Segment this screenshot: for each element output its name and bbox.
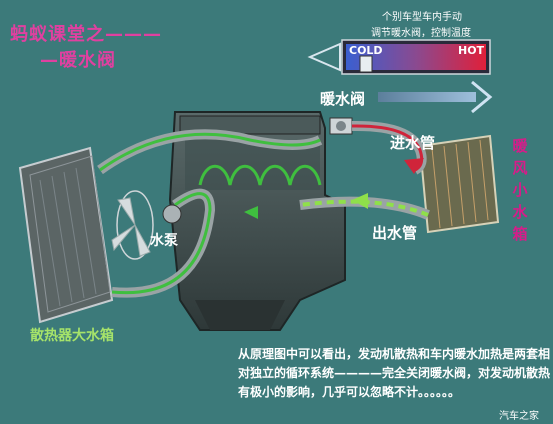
left-arrow-icon bbox=[307, 42, 341, 72]
outlet-flow-arrow-icon bbox=[352, 193, 368, 209]
water-valve[interactable] bbox=[329, 117, 353, 135]
heater-core-label: 暖风小水箱 bbox=[512, 137, 528, 243]
water-pump bbox=[162, 204, 182, 224]
water-pump-label: 水泵 bbox=[150, 233, 178, 249]
return-flow-arrow-icon bbox=[244, 206, 258, 219]
hot-label: HOT bbox=[458, 44, 485, 57]
cold-label: COLD bbox=[349, 44, 383, 57]
fan-icon bbox=[111, 190, 154, 260]
inlet-flow-arrow-icon bbox=[404, 158, 424, 174]
title-line-1: 蚂蚁课堂之——— bbox=[10, 24, 162, 45]
radiator-lower-flow bbox=[111, 192, 212, 295]
slider-knob[interactable] bbox=[359, 55, 373, 73]
radiator-tank-label: 散热器大水箱 bbox=[30, 328, 114, 344]
outlet-pipe-flow bbox=[299, 199, 429, 217]
radiator bbox=[18, 146, 114, 324]
control-hint-line-2: 调节暖水阀，控制温度 bbox=[371, 28, 471, 39]
outlet-pipe-label: 出水管 bbox=[372, 224, 418, 242]
temperature-slider[interactable] bbox=[341, 39, 491, 75]
title-line-2: —暖水阀 bbox=[40, 50, 116, 71]
engine-coolant-flow bbox=[198, 164, 322, 186]
explanation-text: 从原理图中可以看出，发动机散热和车内暖水加热是两套相对独立的循环系统————完全… bbox=[238, 347, 551, 399]
heater-core bbox=[418, 134, 500, 234]
valve-direction-arrow bbox=[378, 80, 493, 114]
radiator-upper-flow bbox=[99, 132, 321, 172]
valve-label: 暖水阀 bbox=[320, 90, 366, 108]
inlet-pipe-label: 进水管 bbox=[390, 134, 436, 152]
watermark: 汽车之家 bbox=[499, 411, 539, 422]
control-hint-line-1: 个别车型车内手动 bbox=[382, 12, 462, 23]
inlet-pipe-flow bbox=[351, 124, 424, 172]
